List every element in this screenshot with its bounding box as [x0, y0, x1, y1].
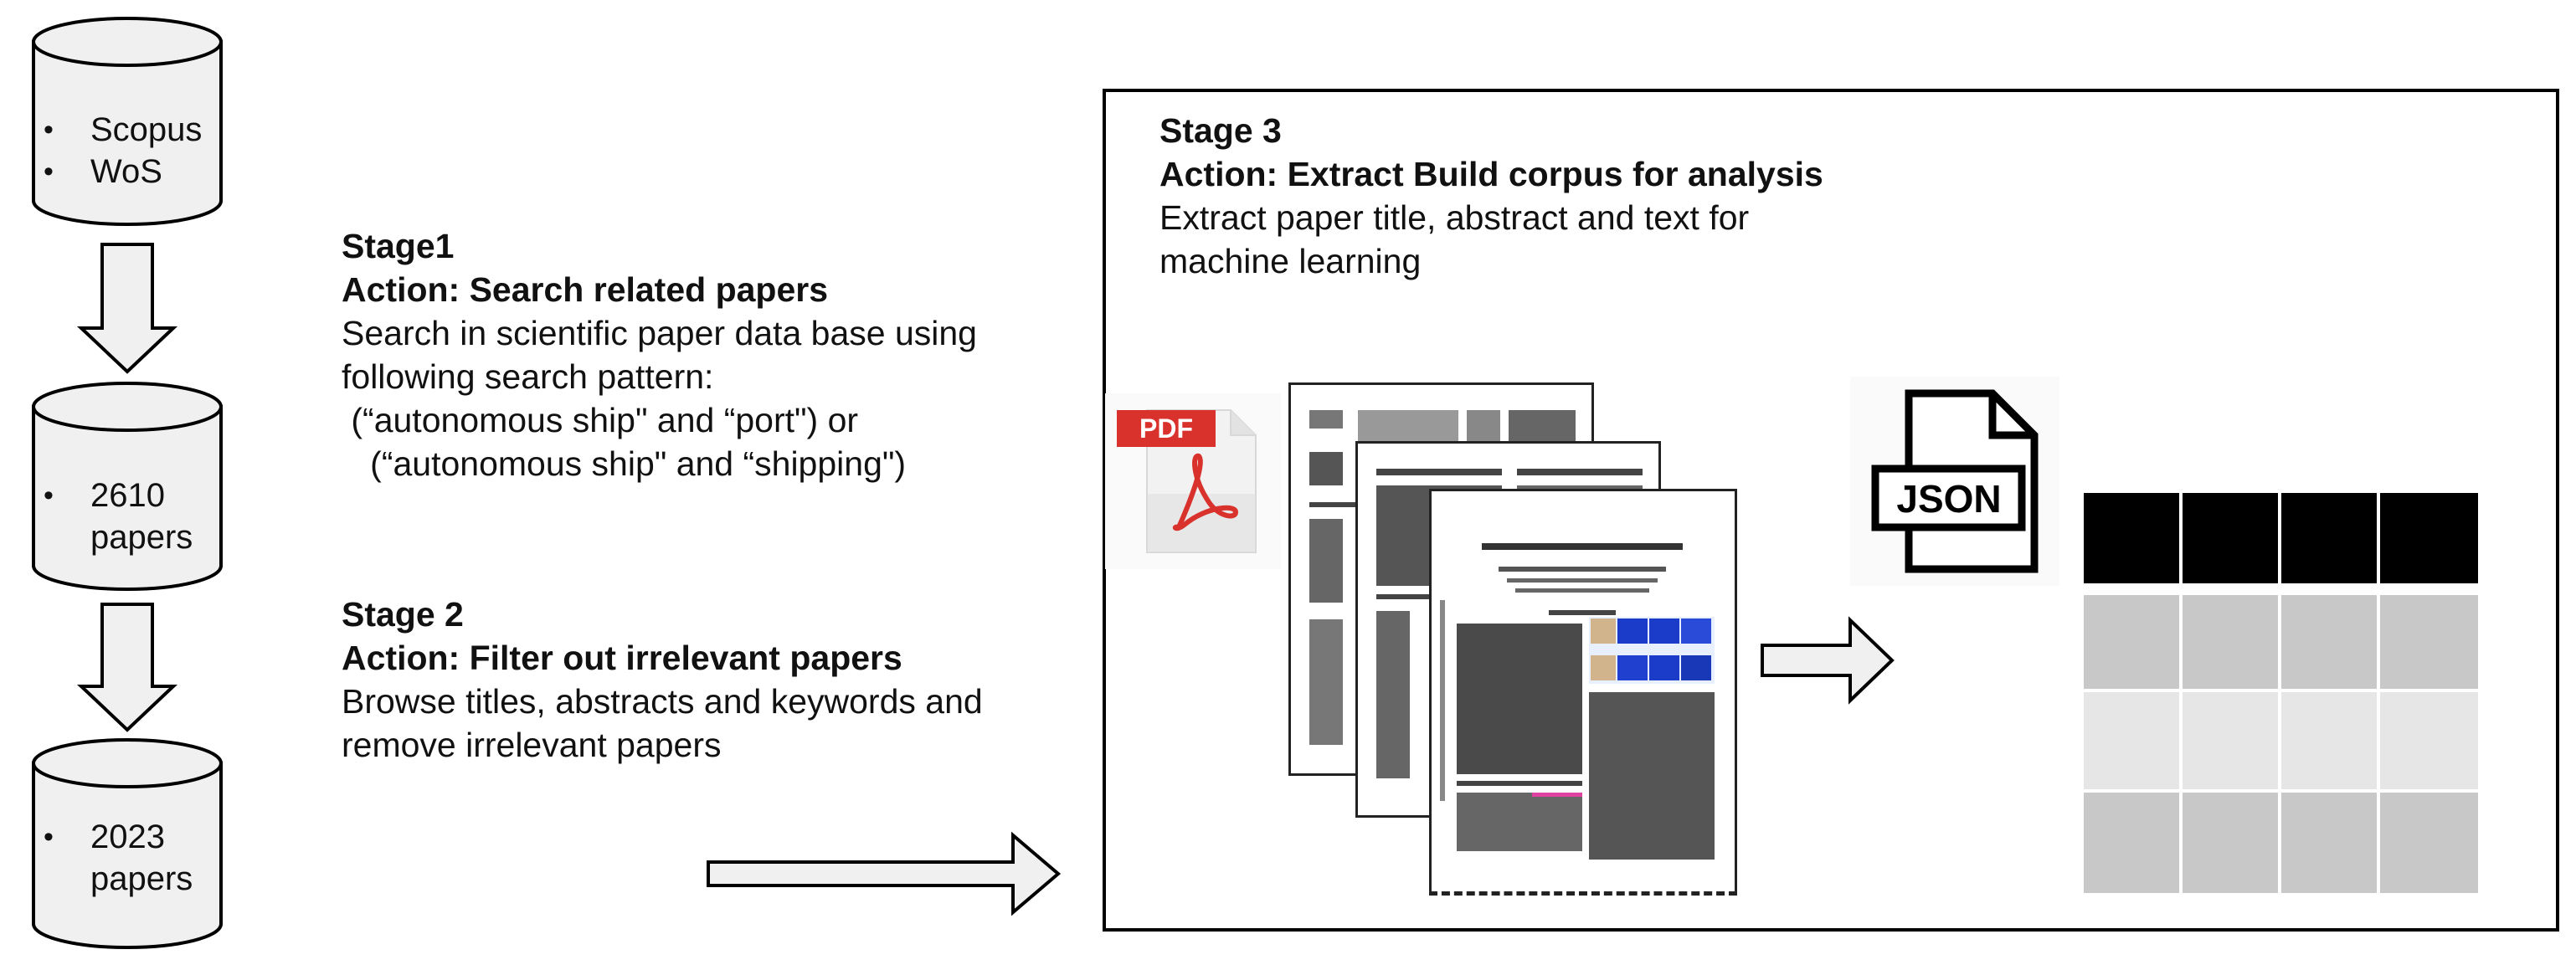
stage1-line: (“autonomous ship" and “port") or	[342, 401, 859, 439]
table-header-cell	[2278, 490, 2380, 587]
stage2-line: Browse titles, abstracts and keywords an…	[342, 682, 983, 721]
flow-diagram-left	[32, 17, 223, 949]
pdf-icon: PDF	[1105, 393, 1281, 569]
paper-count: 2023 papers	[90, 819, 193, 897]
table-cell	[2080, 592, 2183, 692]
stage3-line: Extract paper title, abstract and text f…	[1159, 198, 1750, 237]
stage3-block: Stage 3 Action: Extract Build corpus for…	[1159, 109, 1823, 283]
stage1-action: Action: Search related papers	[342, 270, 829, 309]
paper-content	[1309, 410, 1576, 745]
stage1-line: following search pattern:	[342, 357, 714, 396]
stage3-line: machine learning	[1159, 242, 1422, 280]
table-header-cell	[2080, 490, 2183, 587]
table-cell	[2377, 592, 2481, 692]
pdf-badge: PDF	[1117, 410, 1216, 447]
table-cell	[2278, 592, 2380, 692]
data-table	[2080, 490, 2481, 897]
stage3-action: Action: Extract Build corpus for analysi…	[1159, 155, 1823, 193]
table-cell	[2377, 789, 2481, 896]
down-arrow-1	[76, 243, 178, 374]
database-cylinder-1	[32, 17, 223, 226]
database-item: WoS	[90, 153, 162, 190]
stage1-line: (“autonomous ship" and “shipping")	[342, 444, 907, 483]
table-cell	[2278, 689, 2380, 793]
database-item: Scopus	[90, 111, 203, 148]
table-cell	[2179, 592, 2281, 692]
stage2-action: Action: Filter out irrelevant papers	[342, 639, 902, 677]
stage2-title: Stage 2	[342, 595, 464, 634]
stage3-box	[1103, 89, 2559, 932]
stage2-block: Stage 2 Action: Filter out irrelevant pa…	[342, 593, 983, 767]
paper-count: 2610 papers	[90, 477, 193, 556]
table-header-cell	[2377, 490, 2481, 587]
json-label: JSON	[1896, 477, 2002, 521]
stage2-line: remove irrelevant papers	[342, 726, 722, 764]
table-cell	[2179, 789, 2281, 896]
json-icon: JSON	[1850, 377, 2059, 586]
table-cell	[2377, 689, 2481, 793]
json-file-icon	[1871, 389, 2039, 573]
table-grid	[2080, 490, 2481, 896]
database-cylinder-3	[32, 738, 223, 949]
table-cell	[2179, 689, 2281, 793]
database-3-label: •2023 papers	[44, 816, 193, 900]
down-arrow-2	[76, 603, 178, 732]
table-cell	[2278, 789, 2380, 896]
right-arrow-to-json	[1761, 616, 1895, 705]
stage3-title: Stage 3	[1159, 111, 1282, 150]
paper-content	[1440, 543, 1715, 860]
database-cylinder-2	[32, 382, 223, 591]
paper-page-front	[1429, 489, 1737, 896]
table-cell	[2080, 689, 2183, 793]
table-header-cell	[2179, 490, 2281, 587]
stage1-title: Stage1	[342, 227, 455, 265]
stage1-line: Search in scientific paper data base usi…	[342, 314, 977, 352]
table-cell	[2080, 789, 2183, 896]
database-1-label: •Scopus •WoS	[44, 109, 202, 192]
database-2-label: •2610 papers	[44, 475, 193, 558]
right-arrow-to-stage3	[707, 831, 1062, 916]
stage1-block: Stage1 Action: Search related papers Sea…	[342, 224, 977, 485]
